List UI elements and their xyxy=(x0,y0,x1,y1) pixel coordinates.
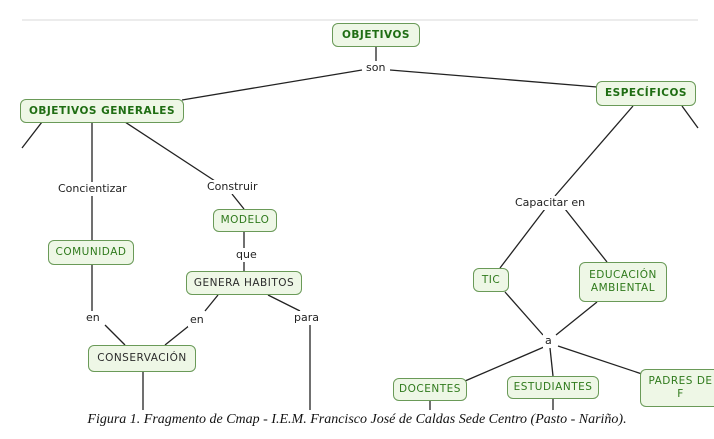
node-objetivos: OBJETIVOS xyxy=(332,23,420,47)
link-a-padres xyxy=(557,345,646,376)
node-padres: PADRES DE F xyxy=(640,369,714,407)
node-modelo: MODELO xyxy=(213,209,277,232)
node-educacion-ambiental: EDUCACIÓN AMBIENTAL xyxy=(579,262,667,302)
link-label-son: son xyxy=(364,61,388,75)
link-label-en-comunidad: en xyxy=(84,311,102,325)
link-son-especificos xyxy=(389,69,598,88)
node-docentes: DOCENTES xyxy=(393,378,467,401)
link-generales-left xyxy=(21,121,43,149)
link-especificos-right xyxy=(681,105,699,129)
link-en2-conservacion xyxy=(164,324,191,346)
link-capacitar-educacion xyxy=(564,208,608,263)
link-capacitar-tic xyxy=(499,208,546,269)
link-label-a: a xyxy=(543,334,554,348)
link-a-estudiantes xyxy=(549,347,554,377)
link-label-que: que xyxy=(234,248,259,262)
node-comunidad: COMUNIDAD xyxy=(48,240,134,265)
link-son-generales xyxy=(181,69,363,101)
node-objetivos-generales: OBJETIVOS GENERALES xyxy=(20,99,184,123)
link-en-conservacion xyxy=(104,324,126,346)
figure-caption: Figura 1. Fragmento de Cmap - I.E.M. Fra… xyxy=(87,412,627,427)
link-a-docentes xyxy=(464,346,545,382)
node-tic: TIC xyxy=(473,268,509,292)
node-conservacion: CONSERVACIÓN xyxy=(88,345,196,372)
link-generales-construir xyxy=(124,121,216,182)
node-genera-habitos: GENERA HABITOS xyxy=(186,271,302,295)
node-especificos: ESPECÍFICOS xyxy=(596,81,696,106)
link-label-construir: Construir xyxy=(205,180,260,194)
node-estudiantes: ESTUDIANTES xyxy=(507,376,599,399)
link-label-en-habitos: en xyxy=(188,313,206,327)
link-label-para: para xyxy=(292,311,321,325)
link-educacion-a xyxy=(555,301,598,336)
link-habitos-en xyxy=(204,294,219,312)
link-label-concientizar: Concientizar xyxy=(56,182,129,196)
link-especificos-capacitar xyxy=(554,105,634,197)
link-habitos-para xyxy=(267,294,301,312)
link-label-capacitar-en: Capacitar en xyxy=(513,196,588,210)
link-tic-a xyxy=(504,291,544,336)
link-construir-modelo xyxy=(231,193,245,210)
